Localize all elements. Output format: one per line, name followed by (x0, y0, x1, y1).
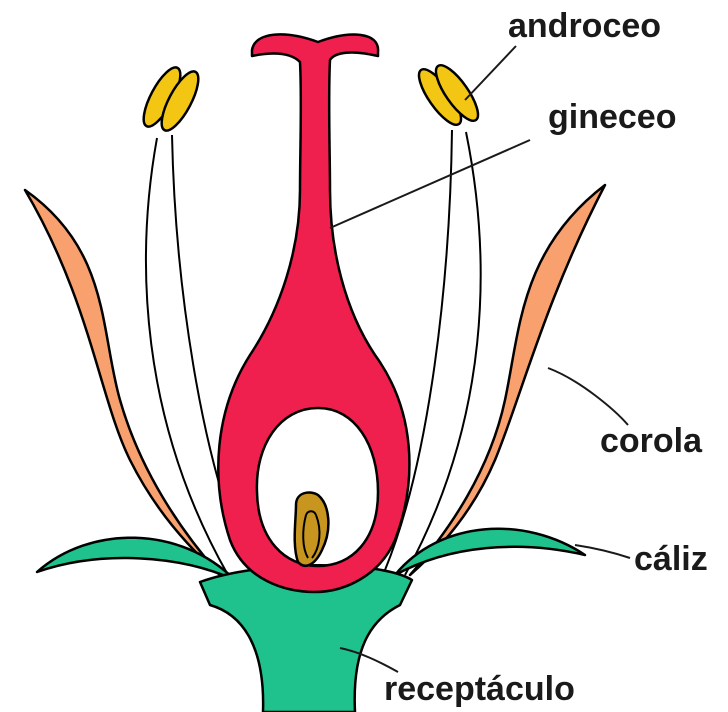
left-petal (25, 190, 220, 575)
right-petal (410, 185, 605, 575)
label-gineceo: gineceo (548, 98, 676, 136)
corola-leader (548, 368, 628, 425)
left-filament (146, 138, 228, 575)
androceo-leader (465, 46, 516, 100)
right-anther (412, 60, 485, 131)
gineceo-leader (330, 140, 530, 228)
ovule (295, 492, 329, 565)
label-receptaculo: receptáculo (384, 670, 575, 708)
label-androceo: androceo (508, 7, 661, 45)
label-caliz: cáliz (634, 540, 708, 578)
label-corola: corola (600, 422, 703, 460)
caliz-leader (575, 545, 630, 558)
left-anther (137, 63, 205, 136)
right-sepal (395, 529, 585, 575)
left-sepal (37, 538, 235, 580)
